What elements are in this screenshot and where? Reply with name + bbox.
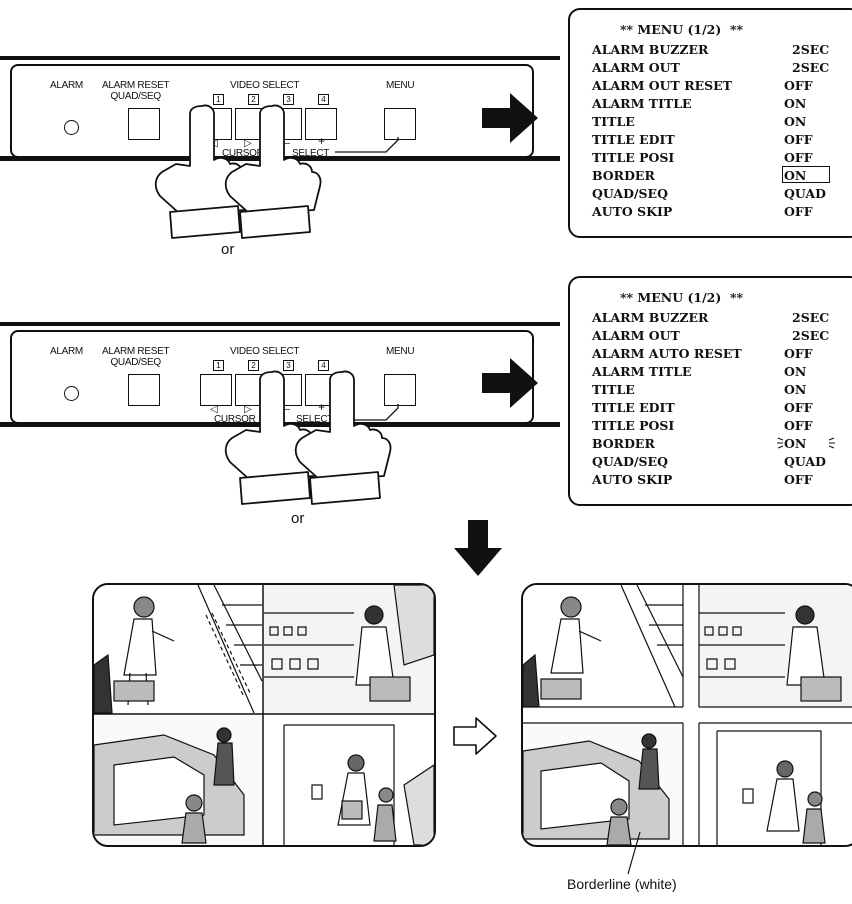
video-select-1-button[interactable] [200, 374, 232, 406]
quad-monitor-without-border [92, 583, 436, 847]
select-minus-glyph: — [280, 138, 290, 149]
borderline-leader-line [627, 831, 641, 875]
select-plus-glyph: + [318, 134, 325, 148]
alarm-led [64, 386, 79, 401]
video-select-4-button[interactable] [305, 108, 337, 140]
right-arrow-icon [482, 93, 538, 143]
select-menu-bracket [335, 404, 399, 421]
alarm-label: ALARM [50, 346, 83, 357]
select-menu-bracket [335, 137, 399, 153]
cursor-left-glyph: ◁ [210, 404, 218, 415]
menu-button[interactable] [384, 374, 416, 406]
channel-1-number: 1 [213, 360, 224, 371]
blinking-indicator-icon [777, 437, 835, 449]
channel-1-number: 1 [213, 94, 224, 105]
select-label: SELECT [292, 148, 330, 159]
select-minus-glyph: — [280, 404, 290, 415]
video-select-label: VIDEO SELECT [230, 346, 300, 357]
right-arrow-icon [482, 358, 538, 408]
menu-button[interactable] [384, 108, 416, 140]
menu-title: ** MENU (1/2) ** [620, 290, 744, 305]
or-text-2: or [291, 510, 305, 527]
quad-scene-illustration [94, 585, 434, 845]
cursor-right-glyph: ▷ [244, 138, 252, 149]
select-plus-glyph: + [318, 400, 325, 414]
video-select-label: VIDEO SELECT [230, 80, 300, 91]
menu-title: ** MENU (1/2) ** [620, 22, 744, 37]
down-arrow-icon [454, 520, 502, 576]
channel-2-number: 2 [248, 360, 259, 371]
cursor-box [782, 166, 830, 183]
hands-icon [224, 370, 392, 505]
or-text-1: or [221, 241, 235, 258]
menu-label: MENU [386, 346, 415, 357]
alarm-label: ALARM [50, 80, 83, 91]
channel-2-number: 2 [248, 94, 259, 105]
alarm-reset-quad-seq-button[interactable] [128, 108, 160, 140]
alarm-led [64, 120, 79, 135]
select-label: SELECT [296, 414, 334, 425]
cursor-right-glyph: ▷ [244, 404, 252, 415]
channel-4-number: 4 [318, 360, 329, 371]
panel-top-edge [0, 56, 560, 60]
quad-scene-illustration [523, 585, 852, 845]
channel-4-number: 4 [318, 94, 329, 105]
outline-right-arrow-icon [453, 717, 497, 755]
menu-label: MENU [386, 80, 415, 91]
channel-3-number: 3 [283, 360, 294, 371]
alarm-reset-quad-seq-button[interactable] [128, 374, 160, 406]
panel-top-edge [0, 322, 560, 326]
channel-3-number: 3 [283, 94, 294, 105]
borderline-caption: Borderline (white) [567, 876, 677, 892]
cursor-label: CURSOR [222, 148, 264, 159]
quad-monitor-with-border [521, 583, 852, 847]
cursor-label: CURSOR [214, 414, 256, 425]
hands-icon [154, 104, 322, 239]
